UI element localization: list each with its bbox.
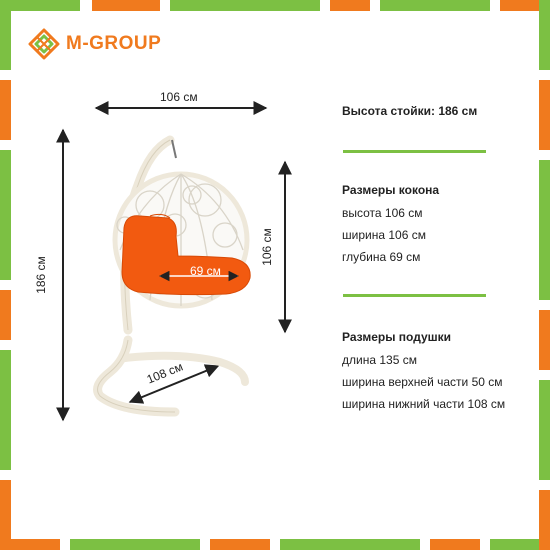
cushion-length: длина 135 см	[342, 353, 417, 367]
base-arrow	[128, 364, 220, 404]
divider-1	[343, 150, 486, 153]
dimension-total-height: 186 см	[33, 256, 48, 294]
cushion-title: Размеры подушки	[342, 330, 452, 344]
cocoon-height: высота 106 см	[342, 206, 423, 220]
logo-icon	[28, 28, 60, 60]
brand-logo: M-GROUP	[28, 28, 161, 60]
dimension-top-width: 106 см	[160, 90, 198, 104]
cocoon-title: Размеры кокона	[342, 183, 440, 197]
dimension-depth: 69 см	[190, 264, 221, 278]
cocoon-depth: глубина 69 см	[342, 250, 421, 264]
hanging-chair-illustration	[56, 101, 292, 422]
brand-name: M-GROUP	[66, 33, 162, 54]
divider-2	[343, 294, 486, 297]
cushion-bottom-width: ширина нижний части 108 см	[342, 397, 506, 411]
dimension-cocoon-height: 106 см	[259, 228, 274, 266]
stand-height: Высота стойки: 186 см	[342, 104, 478, 118]
cushion-top-width: ширина верхней части 50 см	[342, 375, 503, 389]
cocoon-width: ширина 106 см	[342, 228, 426, 242]
